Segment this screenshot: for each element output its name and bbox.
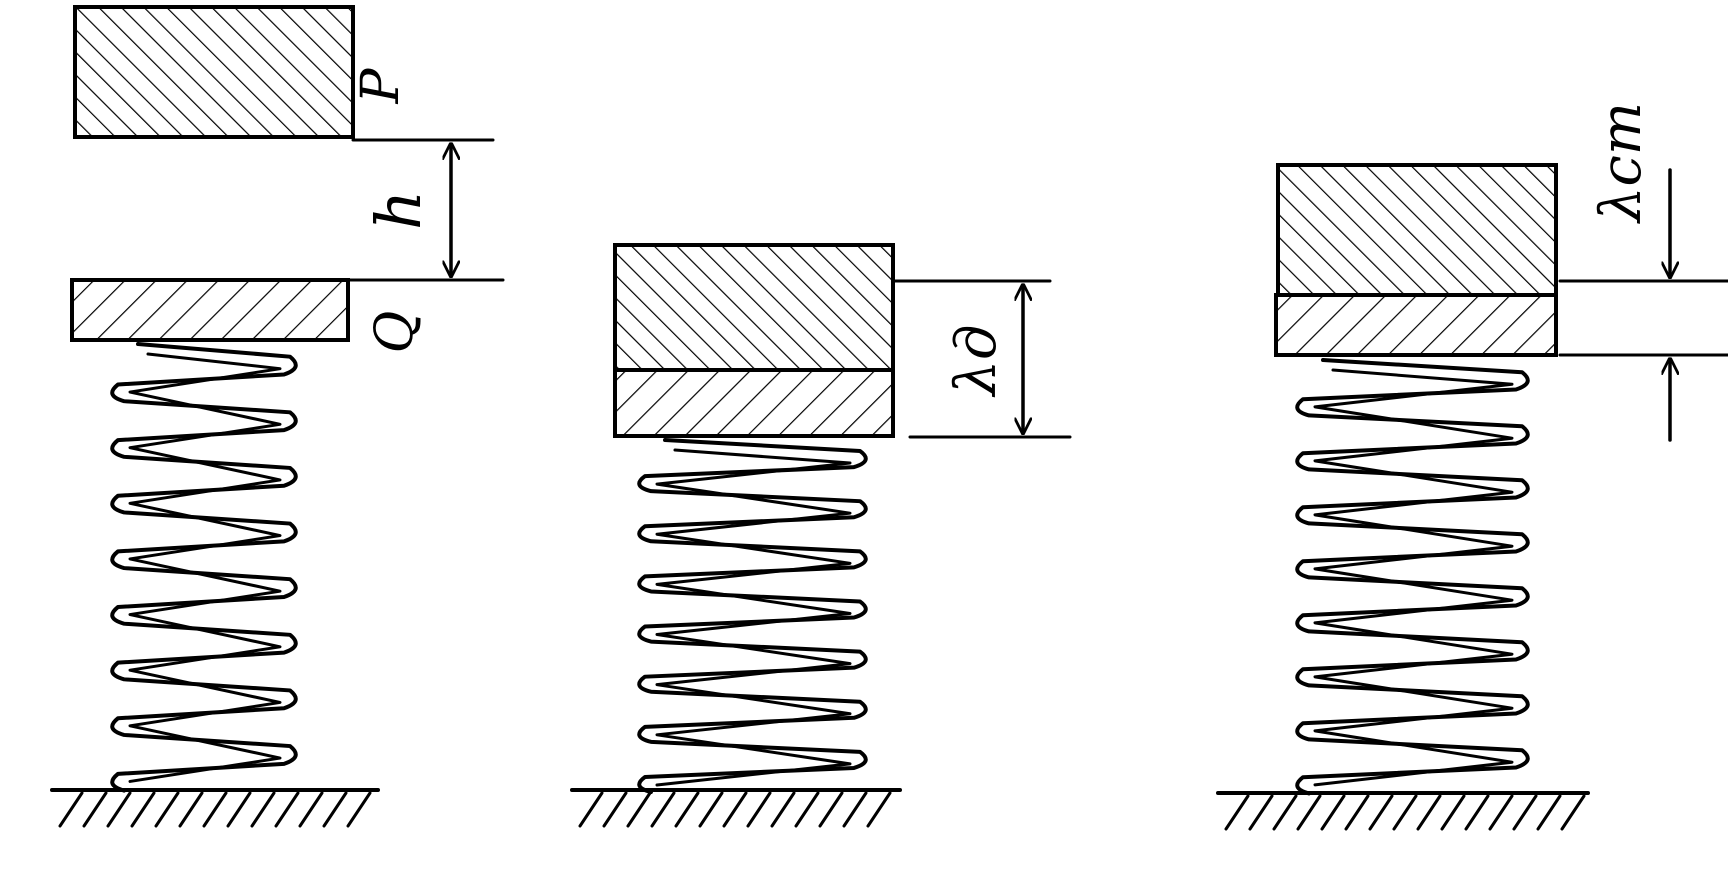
drop-height-label-h: h (362, 190, 435, 230)
ground-hatch (818, 791, 844, 828)
ground-hatch (1560, 794, 1586, 831)
ground-hatch (626, 791, 652, 828)
spring-coil-outer (110, 342, 298, 793)
stage-1-initial: P Q h (50, 5, 505, 828)
ground-hatch (1248, 794, 1274, 831)
ground-hatch (602, 791, 628, 828)
ground-hatch (178, 791, 204, 828)
spring-3 (1295, 358, 1530, 796)
ground-hatch (1344, 794, 1370, 831)
stage-2-dynamic: λд (570, 243, 1072, 828)
dynamic-deflection-label: λд (944, 325, 1009, 398)
load-block-dynamic (613, 243, 895, 372)
ground-3 (1216, 791, 1590, 831)
ground-hatch (1368, 794, 1394, 831)
ground-hatch (1488, 794, 1514, 831)
ground-hatch (298, 791, 324, 828)
ground-hatch (154, 791, 180, 828)
ground-hatch (82, 791, 108, 828)
ground-hatch (698, 791, 724, 828)
plate-static (1274, 293, 1558, 357)
spring-coil-outer (1295, 358, 1530, 796)
ground-hatch (58, 791, 84, 828)
plate-dynamic (613, 368, 895, 438)
ground-hatch (1272, 794, 1298, 831)
ground-hatch (106, 791, 132, 828)
ground-hatch (1392, 794, 1418, 831)
ground-hatch (746, 791, 772, 828)
load-label-p: P (351, 68, 411, 105)
ground-hatch (674, 791, 700, 828)
ground-hatch (1464, 794, 1490, 831)
spring-coil-inner (128, 352, 282, 783)
ground-hatch (794, 791, 820, 828)
ground-hatch (578, 791, 604, 828)
stage-3-static: λст (1216, 102, 1728, 831)
ground-hatch (650, 791, 676, 828)
ground-hatch (722, 791, 748, 828)
static-deflection-label: λст (1589, 102, 1654, 224)
ground-hatch (1512, 794, 1538, 831)
ground-hatch (130, 791, 156, 828)
ground-hatch (202, 791, 228, 828)
ground-hatch (770, 791, 796, 828)
ground-2 (570, 788, 902, 828)
ground-1 (50, 788, 380, 828)
ground-hatch (250, 791, 276, 828)
load-block-static (1276, 163, 1558, 297)
ground-hatch (1416, 794, 1442, 831)
ground-hatch (866, 791, 892, 828)
ground-hatch (346, 791, 372, 828)
ground-hatch (842, 791, 868, 828)
ground-hatch (322, 791, 348, 828)
ground-hatch (226, 791, 252, 828)
ground-hatch (274, 791, 300, 828)
spring-coil-outer (637, 438, 868, 795)
ground-hatch (1296, 794, 1322, 831)
ground-hatch (1440, 794, 1466, 831)
spring-coil-inner (1313, 368, 1514, 787)
plate-q (70, 278, 350, 342)
ground-hatch (1224, 794, 1250, 831)
spring-coil-inner (655, 448, 852, 787)
spring-2 (637, 438, 868, 795)
ground-hatch (1536, 794, 1562, 831)
plate-label-q: Q (365, 311, 425, 354)
spring-1 (110, 342, 298, 793)
load-block-p (73, 5, 355, 139)
ground-hatch (1320, 794, 1346, 831)
